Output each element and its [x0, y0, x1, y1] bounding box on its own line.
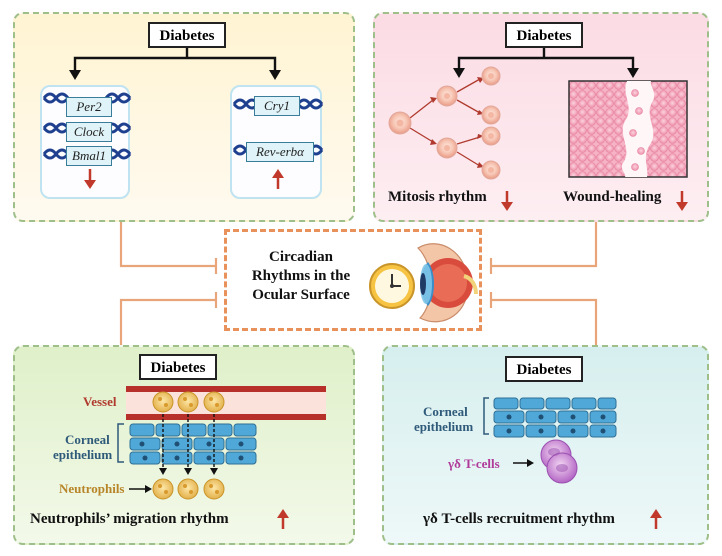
eye-icon [417, 243, 478, 323]
wound-healing-tissue [568, 80, 688, 178]
gd-tcells-caption: γδ T-cells recruitment rhythm [423, 511, 615, 527]
corneal-label-2: epithelium [53, 447, 113, 462]
gene-rev-erb-alpha: Rev-erbα [246, 142, 314, 162]
gd-tcells-label: γδ T-cells [448, 456, 500, 471]
arrow-down-icon [501, 191, 513, 211]
vessel-label: Vessel [83, 394, 117, 409]
diabetes-label-mitosis: Diabetes [505, 22, 583, 48]
gene-bmal1: Bmal1 [66, 146, 112, 166]
clock-icon [369, 263, 415, 309]
mitosis-rhythm-label: Mitosis rhythm [388, 189, 487, 205]
arrow-down-icon [84, 169, 96, 189]
neutrophils-caption: Neutrophils’ migration rhythm [30, 511, 229, 527]
gene-per2: Per2 [66, 97, 112, 117]
gene-cry1: Cry1 [254, 96, 300, 116]
arrow-up-icon [277, 509, 289, 529]
diabetes-label-tcells: Diabetes [505, 356, 583, 382]
center-title-line-3: Ocular Surface [252, 287, 350, 303]
wound-healing-label: Wound-healing [563, 189, 662, 205]
corneal-label-2: epithelium [414, 419, 474, 434]
center-title-line-1: Circadian [269, 249, 333, 265]
corneal-label-1: Corneal [423, 404, 468, 419]
corneal-label-1: Corneal [65, 432, 110, 447]
neutrophils-label: Neutrophils [59, 481, 125, 496]
arrow-up-icon [272, 169, 284, 189]
arrow-down-icon [676, 191, 688, 211]
diabetes-label-clock-genes: Diabetes [148, 22, 226, 48]
gene-clock: Clock [66, 122, 112, 142]
diabetes-label-neutrophils: Diabetes [139, 354, 217, 380]
center-title-line-2: Rhythms in the [251, 268, 351, 284]
arrow-up-icon [650, 509, 662, 529]
